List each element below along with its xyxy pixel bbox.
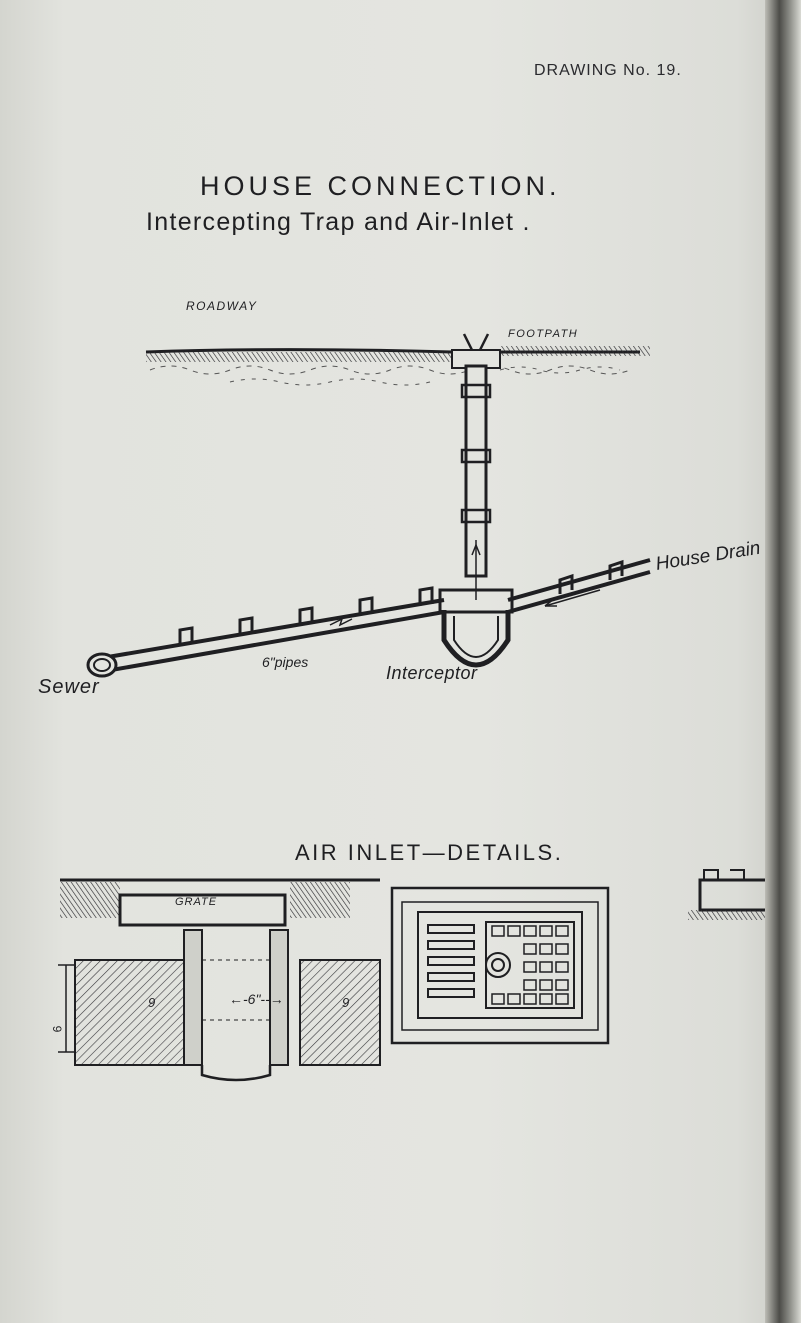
label-dimension-nine-right: 9 (342, 995, 350, 1010)
label-dimension-nine-left: 9 (148, 995, 156, 1010)
drain-pipe-to-sewer (89, 586, 445, 674)
page-title: HOUSE CONNECTION. (200, 171, 561, 201)
label-interceptor: Interceptor (386, 663, 478, 683)
air-inlet-detail-section (58, 878, 381, 1082)
label-dimension-height: 6 (50, 1025, 65, 1033)
book-binding-edge (765, 0, 801, 1323)
label-roadway: ROADWAY (186, 299, 258, 313)
ground-surface (145, 346, 650, 386)
sewer-pipe (86, 652, 118, 678)
label-pipes: 6"pipes (262, 654, 309, 670)
house-drain-pipe (507, 558, 651, 614)
details-title: AIR INLET—DETAILS. (295, 840, 564, 865)
label-dimension-six: ←-6"--→ (229, 991, 284, 1007)
label-grate: GRATE (175, 896, 218, 908)
air-inlet-shaft (451, 333, 501, 600)
label-footpath: FOOTPATH (508, 328, 579, 340)
interceptor-trap (438, 588, 514, 668)
air-inlet-detail-plan (390, 886, 610, 1045)
page-subtitle: Intercepting Trap and Air-Inlet . (146, 208, 531, 236)
drawing-number: DRAWING No. 19. (534, 62, 682, 79)
label-sewer: Sewer (38, 676, 100, 698)
partial-detail-right (688, 869, 776, 920)
